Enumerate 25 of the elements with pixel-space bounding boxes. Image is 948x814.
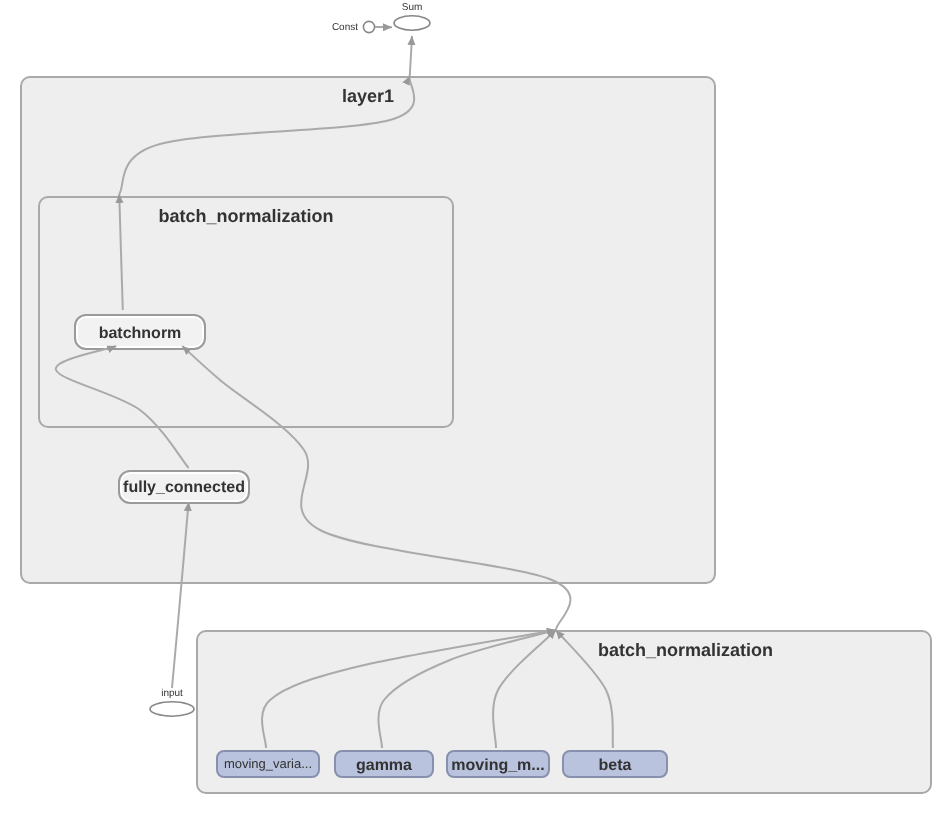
group-box	[38, 196, 454, 428]
op-ellipse	[148, 700, 196, 718]
arrow	[181, 345, 572, 631]
arrow	[377, 628, 557, 749]
op-ellipse	[392, 14, 432, 32]
group-title: batch_normalization	[598, 640, 774, 660]
arrow	[171, 501, 192, 689]
arrow	[55, 345, 190, 469]
op-node: batchnorm	[74, 314, 206, 350]
arrow	[407, 35, 416, 77]
arrow	[118, 75, 416, 195]
arrow	[492, 629, 557, 749]
group-box	[196, 630, 932, 794]
arrow	[374, 23, 393, 32]
arrow	[261, 627, 557, 749]
arrow	[554, 629, 614, 749]
group-box	[20, 76, 716, 584]
variable-node: gamma	[334, 750, 434, 778]
variable-node: beta	[562, 750, 668, 778]
op-node: fully_connected	[118, 470, 250, 504]
group-title: layer1	[339, 86, 397, 106]
constant-circle	[362, 20, 376, 34]
arrow	[115, 193, 124, 311]
group-title: batch_normalization	[156, 206, 336, 226]
variable-node: moving_m...	[446, 750, 550, 778]
